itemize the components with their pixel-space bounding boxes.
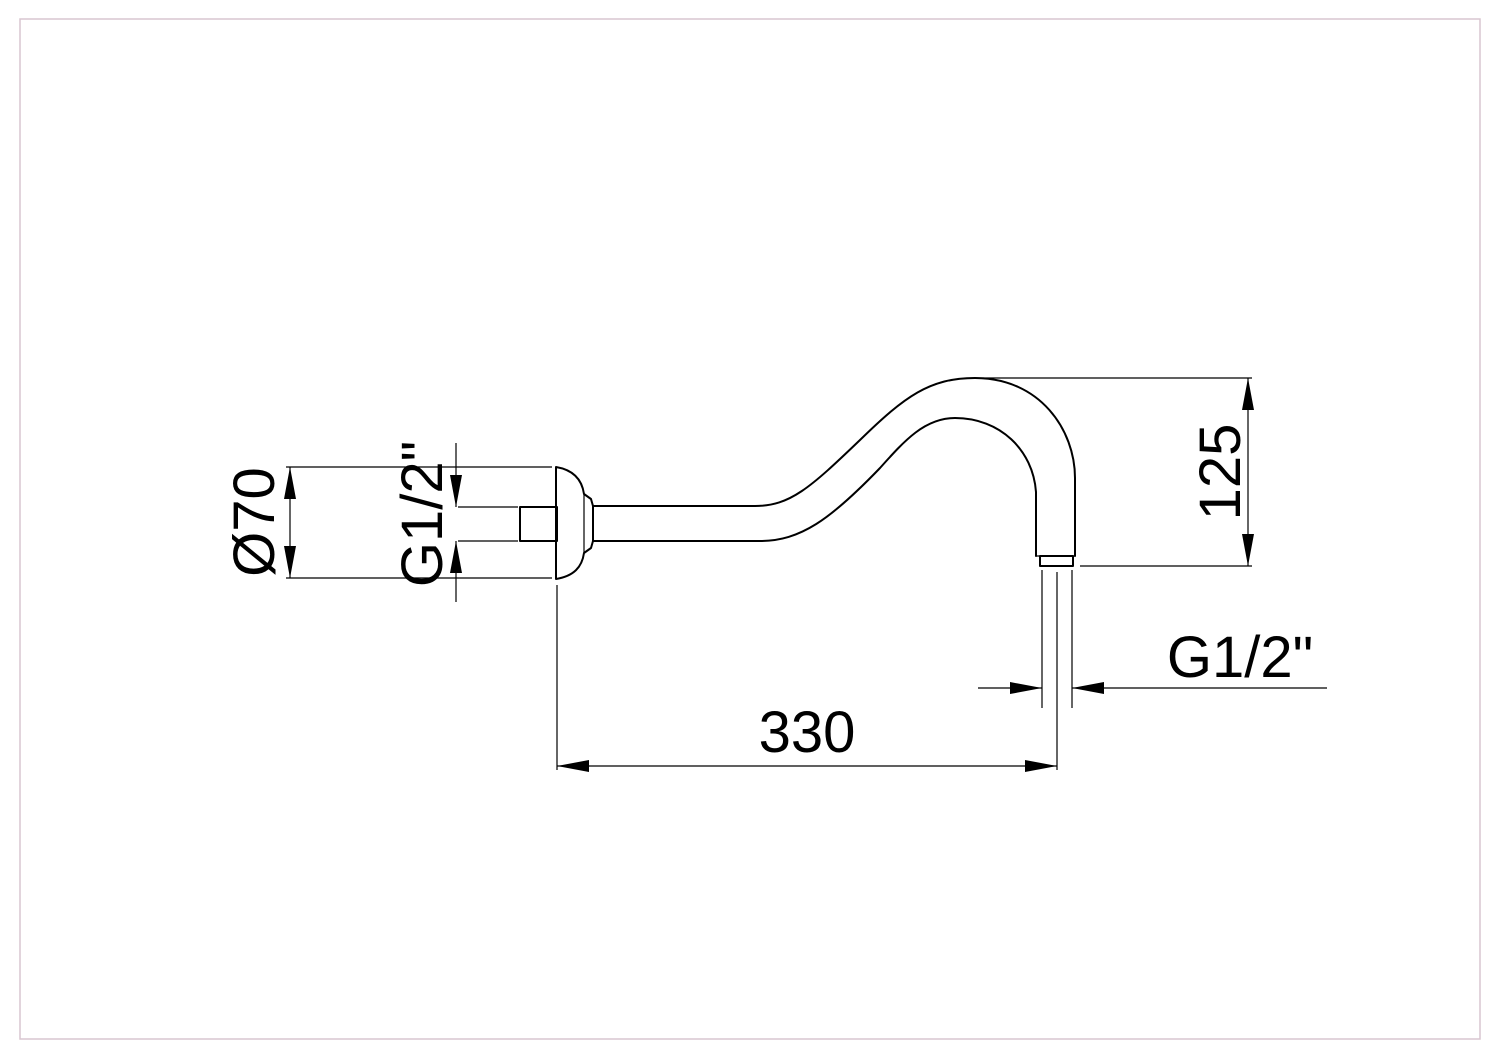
outlet-nipple (1039, 555, 1074, 567)
arm-tube-inner (592, 417, 1037, 557)
shower-arm (519, 377, 1076, 580)
arm-tube-outer (592, 377, 1076, 557)
flange-diameter-label: Ø70 (222, 467, 287, 577)
wall-flange (555, 466, 594, 580)
dim-height: 125 (976, 377, 1254, 567)
height-label: 125 (1188, 424, 1253, 521)
page-frame (19, 18, 1481, 1040)
inlet-thread-label: G1/2" (390, 441, 455, 587)
dim-flange-diameter: Ø70 (222, 466, 552, 579)
dim-length: 330 (556, 572, 1058, 772)
length-label: 330 (759, 700, 856, 765)
dim-inlet-thread: G1/2" (390, 441, 518, 602)
outlet-thread-label: G1/2" (1167, 625, 1313, 690)
inlet-stub (519, 506, 558, 542)
dim-outlet-thread: G1/2" (978, 570, 1327, 708)
